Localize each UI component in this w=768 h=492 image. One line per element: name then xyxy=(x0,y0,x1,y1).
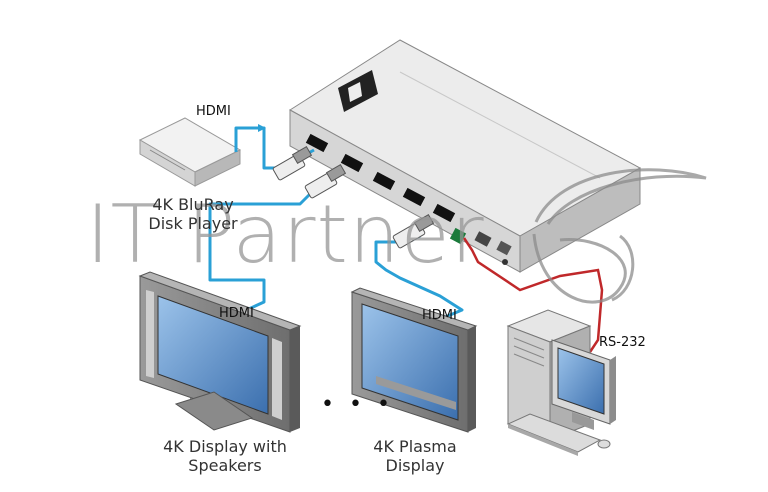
control-pc xyxy=(506,309,616,456)
arrow-icon xyxy=(258,124,266,132)
hdmi-cable-label: HDMI xyxy=(422,308,457,323)
hdmi-out2-port xyxy=(372,171,396,191)
hdmi-cable-label: HDMI xyxy=(219,306,254,321)
brand-logo xyxy=(338,70,378,112)
display2-label-line2: Display xyxy=(385,456,445,475)
hdmi-plug-output4 xyxy=(392,213,435,249)
display1-label: 4K Display with Speakers xyxy=(150,437,300,475)
rs232-cable xyxy=(462,237,604,353)
watermark-text: IT Partner xyxy=(86,188,485,281)
bluray-player xyxy=(138,117,242,187)
dip-switch xyxy=(474,231,492,247)
hdmi-in-port xyxy=(305,133,329,153)
rs232-cable-label: RS-232 xyxy=(599,335,646,350)
display2-label: 4K Plasma Display xyxy=(350,437,480,475)
power-connector xyxy=(496,240,512,265)
hdmi-out1-port xyxy=(340,153,364,173)
rs232-terminal xyxy=(449,227,467,245)
source-device-label-line2: Disk Player xyxy=(148,214,238,233)
display-with-speakers xyxy=(138,271,302,433)
hdmi-plug-input xyxy=(272,145,313,181)
hdmi-out3-port xyxy=(402,187,426,207)
watermark-swoosh-icon xyxy=(532,168,707,304)
source-device-label-line1: 4K BluRay xyxy=(152,195,234,214)
distribution-amplifier-device xyxy=(289,39,642,273)
hdmi-cable-label: HDMI xyxy=(196,104,231,119)
hdmi-cable-display2 xyxy=(374,234,464,326)
hdmi-plug-output1 xyxy=(304,163,347,199)
source-device-label: 4K BluRay Disk Player xyxy=(138,195,248,233)
display1-label-line2: Speakers xyxy=(188,456,262,475)
plasma-display xyxy=(350,287,478,433)
display1-label-line1: 4K Display with xyxy=(163,437,287,456)
more-displays-ellipsis: • • • xyxy=(321,392,394,417)
display2-label-line1: 4K Plasma xyxy=(373,437,457,456)
hdmi-out4-port xyxy=(432,203,456,223)
hdmi-cable-source xyxy=(234,126,286,170)
